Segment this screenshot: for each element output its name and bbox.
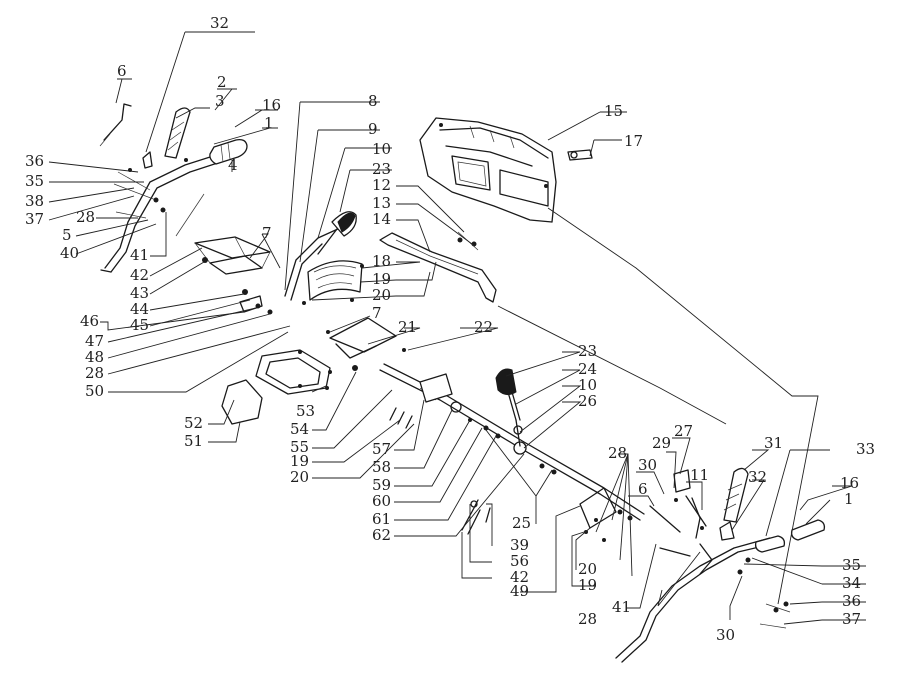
leader-lines — [48, 31, 866, 625]
callout-label: 10 — [372, 140, 391, 158]
callout-label: 62 — [372, 526, 391, 544]
callout-label: 19 — [290, 452, 309, 470]
callout-label: 50 — [85, 382, 104, 400]
callout-label: 13 — [372, 194, 391, 212]
callout-label: 27 — [674, 422, 693, 440]
callout-labels: 32 6 2 3 16 1 4 36 35 38 37 28 5 40 41 4… — [25, 14, 875, 644]
callout-label: 40 — [60, 244, 79, 262]
callout-label: 2 — [217, 73, 227, 91]
callout-label: 41 — [130, 246, 149, 264]
lower-cable — [461, 499, 491, 535]
callout-label: 17 — [624, 132, 643, 150]
callout-label: 42 — [130, 266, 149, 284]
callout-label: 14 — [372, 210, 391, 228]
callout-label: 42 — [510, 568, 529, 586]
upper-bar — [379, 231, 497, 303]
callout-label: 9 — [368, 120, 378, 138]
callout-label: 59 — [372, 476, 391, 494]
callout-label: 55 — [290, 438, 309, 456]
callout-label: 21 — [398, 318, 417, 336]
callout-label: 32 — [210, 14, 229, 32]
callout-label: 33 — [856, 440, 875, 458]
shift-lever — [495, 368, 523, 447]
callout-label: 58 — [372, 458, 391, 476]
callout-label: 26 — [578, 392, 597, 410]
callout-label: 57 — [372, 440, 391, 458]
callout-label: 60 — [372, 492, 391, 510]
callout-label: 1 — [264, 114, 274, 132]
callout-label: 48 — [85, 348, 104, 366]
callout-label: 31 — [764, 434, 783, 452]
plate-bracket — [326, 317, 406, 359]
callout-label: 29 — [652, 434, 671, 452]
callout-label: 25 — [512, 514, 531, 532]
callout-label: 43 — [130, 284, 149, 302]
callout-label: 15 — [604, 102, 623, 120]
callout-label: 38 — [25, 192, 44, 210]
callout-label: 3 — [215, 92, 225, 110]
callout-label: 36 — [25, 152, 44, 170]
callout-label: 28 — [578, 610, 597, 628]
callout-label: 49 — [510, 582, 529, 600]
callout-label: 20 — [290, 468, 309, 486]
callout-label: 32 — [748, 468, 767, 486]
left-small-parts — [99, 103, 205, 237]
callout-label: 16 — [840, 474, 859, 492]
front-cover — [419, 117, 593, 223]
right-controls — [649, 467, 749, 541]
callout-label: 28 — [608, 444, 627, 462]
callout-label: 16 — [262, 96, 281, 114]
callout-label: 12 — [372, 176, 391, 194]
display-panel — [221, 349, 358, 425]
callout-label: 53 — [296, 402, 315, 420]
callout-label: 18 — [372, 252, 391, 270]
gauge-bracket — [194, 236, 273, 315]
callout-label: 23 — [578, 342, 597, 360]
callout-label: 1 — [844, 490, 854, 508]
callout-label: 19 — [372, 270, 391, 288]
callout-label: 41 — [612, 598, 631, 616]
callout-label: 22 — [474, 318, 493, 336]
callout-label: 52 — [184, 414, 203, 432]
callout-label: 23 — [372, 160, 391, 178]
callout-label: 8 — [368, 92, 378, 110]
callout-label: 19 — [578, 576, 597, 594]
callout-label: 5 — [62, 226, 72, 244]
callout-label: 36 — [842, 592, 861, 610]
callout-label: 44 — [130, 300, 149, 318]
callout-label: 61 — [372, 510, 391, 528]
callout-label: 30 — [716, 626, 735, 644]
callout-label: 56 — [510, 552, 529, 570]
callout-label: 28 — [85, 364, 104, 382]
callout-label: 4 — [228, 156, 238, 174]
right-handlebar — [615, 519, 826, 663]
callout-label: 51 — [184, 432, 203, 450]
callout-label: 35 — [842, 556, 861, 574]
meter-housing — [302, 260, 364, 305]
callout-label: 20 — [578, 560, 597, 578]
callout-label: 24 — [578, 360, 597, 378]
callout-label: 10 — [578, 376, 597, 394]
callout-label: 30 — [638, 456, 657, 474]
callout-label: 37 — [25, 210, 44, 228]
callout-label: 47 — [85, 332, 104, 350]
callout-label: 20 — [372, 286, 391, 304]
callout-label: 28 — [76, 208, 95, 226]
callout-label: 11 — [690, 466, 709, 484]
callout-label: 6 — [638, 480, 648, 498]
callout-label: 46 — [80, 312, 99, 330]
callout-label: 7 — [372, 304, 382, 322]
callout-label: 54 — [290, 420, 309, 438]
callout-label: 6 — [117, 62, 127, 80]
stem-cables — [284, 211, 357, 301]
callout-label: 7 — [262, 224, 272, 242]
callout-label: 39 — [510, 536, 529, 554]
callout-label: 45 — [130, 316, 149, 334]
left-handlebar — [100, 107, 248, 273]
callout-label: 37 — [842, 610, 861, 628]
callout-label: 34 — [842, 574, 861, 592]
callout-label: 35 — [25, 172, 44, 190]
